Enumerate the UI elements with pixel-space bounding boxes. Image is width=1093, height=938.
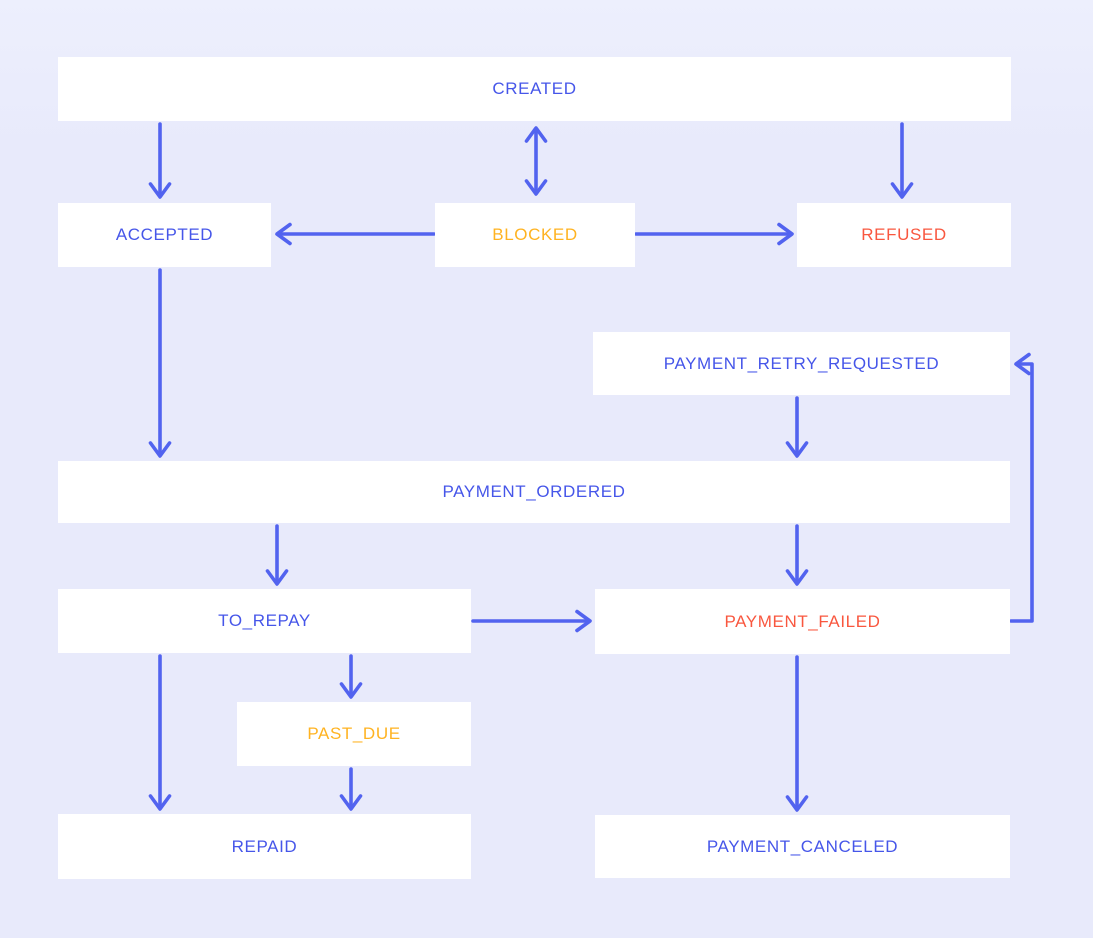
state-node-accepted: ACCEPTED <box>58 203 271 267</box>
state-label-accepted: ACCEPTED <box>115 225 214 244</box>
state-node-payment-retry-requested: PAYMENT_RETRY_REQUESTED <box>593 332 1010 395</box>
state-label-blocked: BLOCKED <box>492 225 578 244</box>
state-node-payment-failed: PAYMENT_FAILED <box>595 589 1010 654</box>
state-label-payment-canceled: PAYMENT_CANCELED <box>706 836 899 856</box>
state-label-refused: REFUSED <box>861 225 947 244</box>
state-node-repaid: REPAID <box>58 814 471 879</box>
arrow-payment-failed-to-payment-retry-requested-loop <box>1009 352 1034 623</box>
state-node-payment-ordered: PAYMENT_ORDERED <box>58 461 1010 523</box>
state-node-created: CREATED <box>58 57 1011 121</box>
state-label-payment-ordered: PAYMENT_ORDERED <box>442 482 626 501</box>
state-node-past-due: PAST_DUE <box>237 702 471 766</box>
state-node-to-repay: TO_REPAY <box>58 589 471 653</box>
state-label-past-due: PAST_DUE <box>307 724 401 743</box>
state-label-to-repay: TO_REPAY <box>218 611 311 630</box>
state-node-refused: REFUSED <box>797 203 1011 267</box>
state-label-payment-failed: PAYMENT_FAILED <box>724 611 881 631</box>
state-label-payment-retry-requested: PAYMENT_RETRY_REQUESTED <box>663 353 940 373</box>
state-node-payment-canceled: PAYMENT_CANCELED <box>595 815 1010 878</box>
state-node-blocked: BLOCKED <box>435 203 635 267</box>
state-label-created: CREATED <box>492 79 577 98</box>
state-label-repaid: REPAID <box>231 836 298 856</box>
